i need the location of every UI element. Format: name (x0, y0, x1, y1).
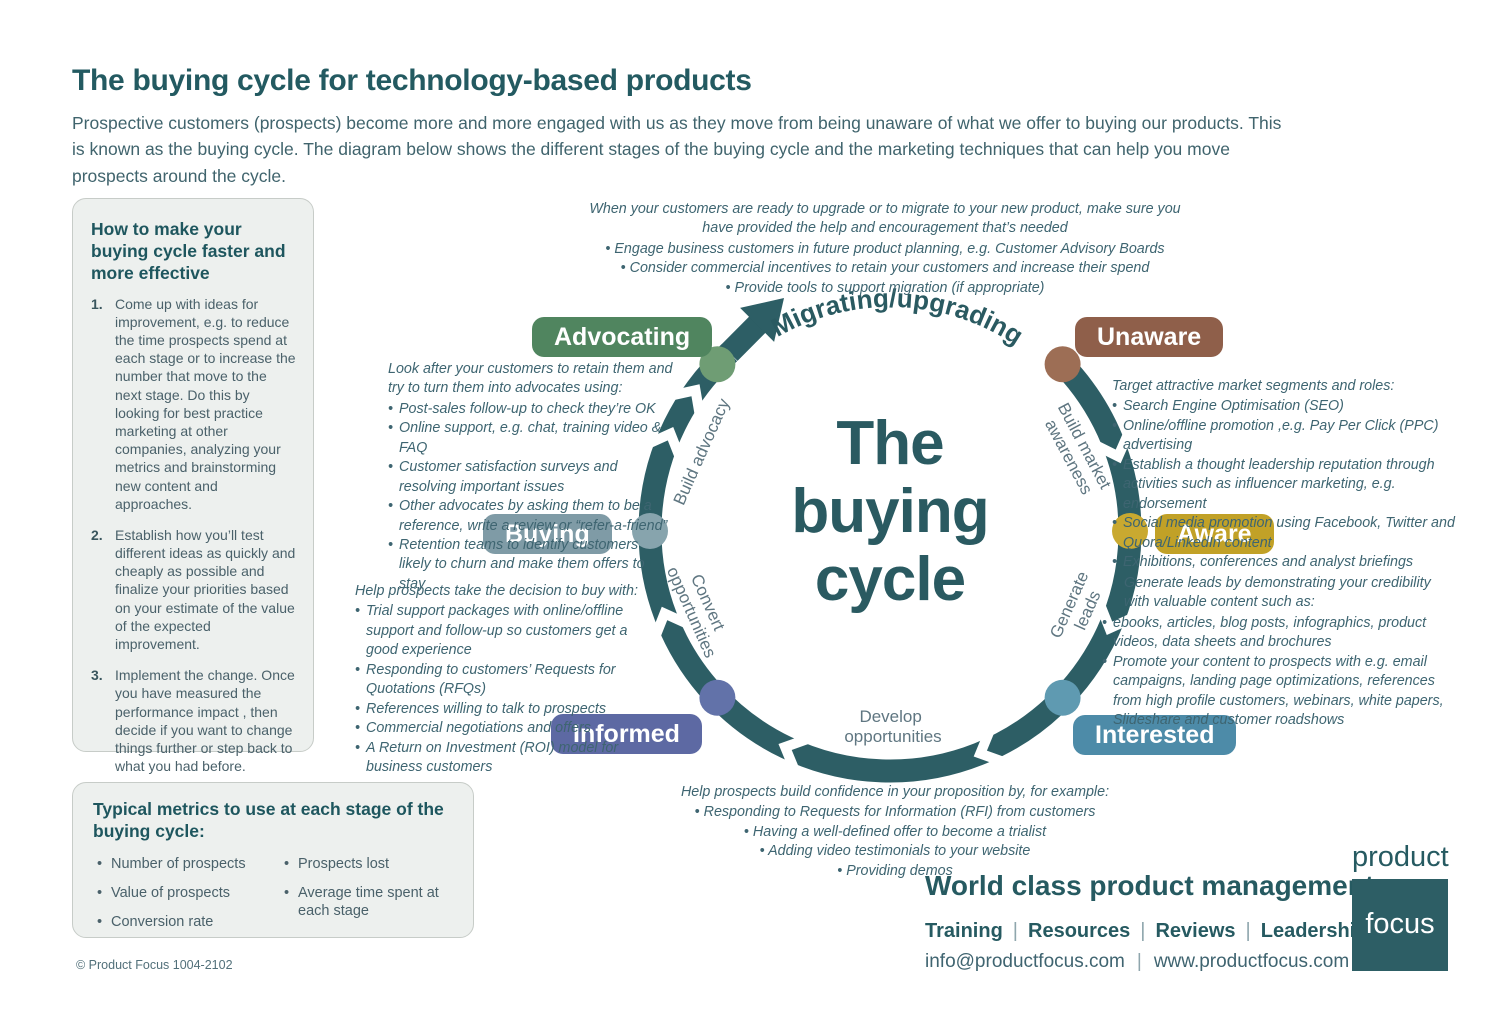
list-item: Adding video testimonials to your websit… (645, 842, 1145, 861)
aware-description: Generate leads by demonstrating your cre… (1102, 574, 1458, 731)
build-market-awareness-arc-label: Build market awareness (1037, 400, 1117, 505)
list-item: A Return on Investment (ROI) model for b… (355, 739, 657, 778)
list-item: Providing demos (645, 862, 1145, 881)
list-item: Post-sales follow-up to check they’re OK (388, 400, 673, 420)
list-item: Implement the change. Once you have meas… (91, 666, 295, 775)
buying-description: Help prospects take the decision to buy … (355, 582, 657, 777)
metrics-columns: Number of prospects Value of prospects C… (93, 855, 453, 942)
product-focus-logo: product focus (1352, 840, 1449, 971)
list-item: Search Engine Optimisation (SEO) (1112, 397, 1464, 417)
convert-opportunities-arc-label: Convert opportunities (663, 556, 737, 660)
cycle-center-title: The buying cycle (740, 409, 1040, 615)
interested-node (1044, 679, 1081, 716)
list-item: Provide tools to support migration (if a… (575, 279, 1195, 298)
list-item: ebooks, articles, blog posts, infographi… (1102, 614, 1458, 653)
list-item: Customer satisfaction surveys and resolv… (388, 458, 673, 497)
migrating-exit-arrow (721, 298, 784, 361)
list-item: Average time spent at each stage (280, 884, 453, 920)
list-item: Establish a thought leadership reputatio… (1112, 456, 1464, 514)
list-item: Prospects lost (280, 855, 453, 873)
page-title: The buying cycle for technology-based pr… (72, 64, 752, 97)
list-item: Responding to customers’ Requests for Qu… (355, 661, 657, 700)
center-line: The (836, 409, 944, 478)
nav-item-training[interactable]: Training (925, 920, 1003, 942)
list-item: Establish how you’ll test different idea… (91, 526, 296, 652)
footer-tagline: World class product management (925, 870, 1375, 901)
email-link[interactable]: info@productfocus.com (925, 951, 1125, 972)
list-item: Exhibitions, conferences and analyst bri… (1112, 553, 1464, 573)
list-item: Conversion rate (93, 913, 266, 931)
description-intro: Help prospects take the decision to buy … (355, 583, 638, 599)
nav-item-leadership[interactable]: Leadership (1260, 920, 1368, 942)
unaware-node (1044, 346, 1081, 383)
list-item: Online support, e.g. chat, training vide… (388, 419, 673, 458)
list-item: Social media promotion using Facebook, T… (1112, 514, 1464, 553)
stage-badge-unaware: Unaware (1075, 317, 1224, 357)
metrics-heading: Typical metrics to use at each stage of … (93, 799, 444, 841)
list-item: Promote your content to prospects with e… (1102, 653, 1458, 731)
center-line: cycle (814, 545, 966, 615)
informed-node (699, 679, 736, 716)
nav-item-resources[interactable]: Resources (1028, 920, 1131, 942)
copyright-text: © Product Focus 1004-2102 (76, 958, 233, 972)
description-intro: Look after your customers to retain them… (388, 361, 673, 397)
how-to-list: Come up with ideas for improvement, e.g.… (91, 295, 297, 776)
list-item: Engage business customers in future prod… (575, 240, 1195, 259)
footer-contact: info@productfocus.com | www.productfocus.c… (925, 951, 1349, 973)
metrics-column-1: Number of prospects Value of prospects C… (93, 855, 266, 942)
advocating-description: Look after your customers to retain them… (388, 360, 673, 594)
logo-square: focus (1352, 878, 1448, 971)
build-advocacy-arc-label: Build advocacy (670, 395, 734, 508)
divider: | (1136, 951, 1142, 972)
how-to-heading: How to make your buying cycle faster and… (91, 219, 286, 283)
interested-description: Help prospects build confidence in your … (645, 783, 1145, 881)
unaware-description: Target attractive market segments and ro… (1112, 377, 1464, 573)
logo-word-product: product (1352, 841, 1449, 873)
divider: | (1245, 920, 1251, 942)
logo-word-focus: focus (1365, 908, 1435, 941)
list-item: Value of prospects (93, 884, 266, 902)
list-item: Commercial negotiations and offers (355, 719, 657, 739)
nav-item-reviews[interactable]: Reviews (1155, 920, 1236, 942)
list-item: Come up with ideas for improvement, e.g.… (91, 295, 296, 512)
list-item: Number of prospects (93, 855, 266, 873)
center-line: buying (791, 477, 989, 547)
description-intro: Help prospects build confidence in your … (680, 784, 1110, 800)
list-item: References willing to talk to prospects (355, 700, 657, 720)
develop-opportunities-arc-label: Develop opportunities (844, 707, 941, 746)
list-item: Consider commercial incentives to retain… (575, 259, 1195, 278)
stage-badge-advocating: Advocating (532, 317, 713, 357)
intro-paragraph: Prospective customers (prospects) become… (72, 113, 1282, 186)
how-to-box: How to make your buying cycle faster and… (72, 198, 314, 774)
footer-nav: Training | Resources | Reviews | Leadership (925, 920, 1367, 943)
list-item: Retention teams to identify customers li… (388, 536, 673, 594)
description-intro: Target attractive market segments and ro… (1112, 378, 1395, 394)
description-intro: Generate leads by demonstrating your cre… (1124, 575, 1431, 611)
metrics-column-2: Prospects lost Average time spent at eac… (280, 855, 453, 942)
list-item: Online/offline promotion ,e.g. Pay Per C… (1112, 417, 1464, 456)
migrating-description: When your customers are ready to upgrade… (575, 200, 1195, 298)
list-item: Having a well-defined offer to become a … (645, 823, 1145, 842)
website-link[interactable]: www.productfocus.com (1153, 951, 1350, 972)
description-intro: When your customers are ready to upgrade… (589, 201, 1181, 237)
divider: | (1140, 920, 1146, 942)
metrics-box: Typical metrics to use at each stage of … (72, 782, 474, 938)
list-item: Other advocates by asking them to be a r… (388, 497, 673, 536)
divider: | (1012, 920, 1018, 942)
list-item: Responding to Requests for Information (… (645, 803, 1145, 822)
list-item: Trial support packages with online/offli… (355, 602, 657, 660)
